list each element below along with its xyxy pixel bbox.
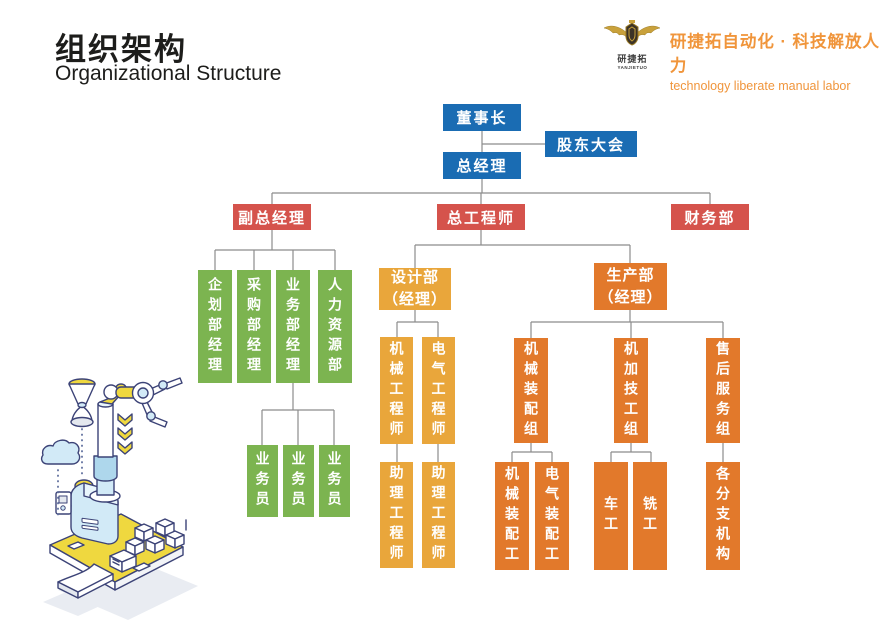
ramp xyxy=(57,563,114,599)
logo-tagline-en: technology liberate manual labor xyxy=(669,79,851,93)
down-chevrons-icon xyxy=(117,413,133,455)
logo-tagline-zh: 研捷拓自动化 · 科技解放人力 xyxy=(669,33,881,75)
cloud-icon xyxy=(40,439,81,465)
page-subtitle: Organizational Structure xyxy=(55,62,282,85)
org-node-finance-dept: 财务部 xyxy=(671,204,749,230)
org-node-hr-dept: 人力资源部 xyxy=(318,270,352,383)
org-node-assistant-engineer-2: 助理工程师 xyxy=(422,462,455,568)
cargo-cubes xyxy=(109,518,187,573)
org-node-salesperson-1: 业务员 xyxy=(247,445,278,517)
org-node-business-manager: 业务部经理 xyxy=(276,270,310,383)
org-node-electrical-engineer: 电气工程师 xyxy=(422,337,455,444)
logo-emblem-label: 研捷拓 xyxy=(617,54,648,64)
org-node-general-manager: 总经理 xyxy=(443,152,521,179)
robot-illustration xyxy=(40,377,198,620)
org-node-mechanical-engineer: 机械工程师 xyxy=(380,337,413,444)
org-node-design-dept-label: 设计部 xyxy=(390,269,439,287)
logo-emblem: 研捷拓 YANJIETUO xyxy=(603,20,662,70)
org-node-branch-offices: 各分支机构 xyxy=(706,462,740,570)
org-node-salesperson-2: 业务员 xyxy=(283,445,314,517)
wings-emblem-icon xyxy=(603,20,662,46)
org-node-chairman: 董事长 xyxy=(443,104,521,131)
org-node-mech-assembler: 机械装配工 xyxy=(495,462,529,570)
org-node-shareholders: 股东大会 xyxy=(545,131,637,157)
org-node-mech-assembly-group: 机械装配组 xyxy=(514,338,548,443)
org-node-salesperson-3: 业务员 xyxy=(319,445,350,517)
org-node-elec-assembler: 电气装配工 xyxy=(535,462,569,570)
org-node-assistant-engineer-1: 助理工程师 xyxy=(380,462,413,568)
shadow-shapes xyxy=(43,558,198,620)
org-node-chief-engineer: 总工程师 xyxy=(437,204,525,230)
org-node-design-dept: 设计部 （经理） xyxy=(379,268,451,310)
org-node-production-dept-sublabel: （经理） xyxy=(598,288,663,306)
org-node-planning-manager: 企划部经理 xyxy=(198,270,232,383)
page-title: 组织架构 xyxy=(55,32,187,67)
org-node-after-sales-group: 售后服务组 xyxy=(706,338,740,443)
org-node-mill-worker: 铣工 xyxy=(633,462,667,570)
hourglass-icon xyxy=(68,378,96,428)
company-logo: 研捷拓 YANJIETUO 研捷拓自动化 · 科技解放人力 technology… xyxy=(603,20,886,93)
org-node-deputy-gm: 副总经理 xyxy=(233,204,311,230)
org-node-purchasing-manager: 采购部经理 xyxy=(237,270,271,383)
robot-column xyxy=(89,400,121,503)
org-node-machining-group: 机加技工组 xyxy=(614,338,648,443)
org-node-lathe-worker: 车工 xyxy=(594,462,628,570)
org-node-design-dept-sublabel: （经理） xyxy=(382,291,447,308)
logo-emblem-sublabel: YANJIETUO xyxy=(617,64,648,70)
robot-arm xyxy=(99,377,183,428)
org-node-production-dept-label: 生产部 xyxy=(606,266,655,284)
control-panel xyxy=(55,491,72,515)
org-node-production-dept: 生产部 （经理） xyxy=(594,263,667,310)
